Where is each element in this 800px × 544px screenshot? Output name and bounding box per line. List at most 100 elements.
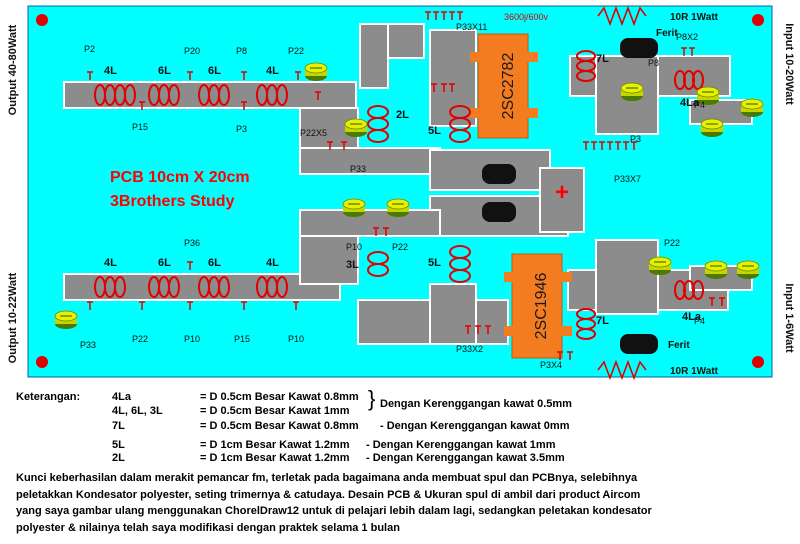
ferrite-bottom <box>620 334 658 354</box>
coil-bot-6L <box>148 276 180 298</box>
coils <box>94 50 704 340</box>
ferrite-top-label: Ferit <box>656 28 678 39</box>
trimmer-center-left <box>342 198 366 218</box>
trimmer-center-right <box>386 198 410 218</box>
label-output-top: Output 40-80Watt <box>7 24 19 115</box>
trimmer-top-input-d <box>740 98 764 118</box>
label-parts-top_p22x5: P22X5 <box>300 128 327 138</box>
legend-name-5: 2L <box>112 452 125 464</box>
part-labels: P2 P20 P8 P22 P15 P3 P22X5 P33 P33X11 P8… <box>80 22 705 370</box>
resistor-bottom-label: 10R 1Watt <box>670 366 719 377</box>
label-coils-top_6L: 6L <box>158 65 171 77</box>
label-coils-bot_7L: 7L <box>596 315 609 327</box>
label-input-top: Input 10-20Watt <box>783 23 795 105</box>
description-paragraph: Kunci keberhasilan dalam merakit pemanca… <box>16 470 796 536</box>
label-coils-bot_4La: 4La <box>682 311 702 323</box>
legend-section: Keterangan: 4La = D 0.5cm Besar Kawat 0.… <box>0 384 800 544</box>
trace-bottom-mid <box>299 209 441 237</box>
label-parts-top_p33: P33 <box>350 164 366 174</box>
coil-bot-6L-b <box>198 276 230 298</box>
transistor-bottom-label: 2SC1946 <box>533 273 550 340</box>
legend-spec-5: = D 1cm Besar Kawat 1.2mm <box>200 452 350 464</box>
label-parts-top_p8: P8 <box>236 46 247 56</box>
description-line-2: peletakkan Kondesator polyester, seting … <box>16 488 641 501</box>
coil-bot-4La <box>674 280 704 300</box>
mounting-holes <box>36 14 764 368</box>
ferrite-center-upper <box>482 164 516 184</box>
transistor-bottom: 2SC1946 <box>504 253 572 359</box>
label-parts-top_p20: P20 <box>184 46 200 56</box>
coil-top-2L <box>367 105 389 143</box>
coil-bot-5L <box>449 245 471 283</box>
trimmer-top-mid <box>344 118 368 138</box>
label-coils-bot_5L: 5L <box>428 257 441 269</box>
label-parts-bot_p3x4: P3X4 <box>540 360 562 370</box>
label-parts-bot_p33: P33 <box>80 340 96 350</box>
trimmer-top-input-a <box>620 82 644 102</box>
legend-gap-4: - Dengan Kerenggangan kawat 1mm <box>366 439 556 451</box>
legend-name-3: 7L <box>112 420 125 432</box>
label-parts-top_p33x11: P33X11 <box>456 22 487 32</box>
label-coils-bot_6L_b: 6L <box>208 257 221 269</box>
label-parts-bot_p36: P36 <box>184 238 200 248</box>
resistor-top <box>597 5 647 27</box>
trace-center-right <box>539 167 585 233</box>
label-parts-top_p15: P15 <box>132 122 148 132</box>
label-coils-top_5L: 5L <box>428 125 441 137</box>
legend-name-1: 4La <box>112 391 131 403</box>
ferrite-top <box>620 38 658 58</box>
label-coils-top_6L_b: 6L <box>208 65 221 77</box>
coil-top-4L-b <box>256 84 288 106</box>
label-parts-top_p2: P2 <box>84 44 95 54</box>
resistors <box>597 5 647 381</box>
legend-spec-2: = D 0.5cm Besar Kawat 1mm <box>200 405 350 417</box>
trace-bottom-input-rise <box>595 239 659 315</box>
coil-bot-3L <box>367 251 389 277</box>
description-line-4: polyester & nilainya telah saya modifika… <box>16 521 400 534</box>
coil-top-6L <box>148 84 180 106</box>
coil-top-7L <box>576 50 596 82</box>
ferrite-bottom-label: Ferit <box>668 340 690 351</box>
label-coils-bot_6L: 6L <box>158 257 171 269</box>
label-parts-bot_p10c: P10 <box>288 334 304 344</box>
hole-bottom-right <box>752 356 764 368</box>
label-coils-top_2L: 2L <box>396 109 409 121</box>
label-parts-bot_p10a: P10 <box>346 242 362 252</box>
transistor-top-label: 2SC2782 <box>500 53 517 120</box>
label-parts-bot_p15: P15 <box>234 334 250 344</box>
label-coils-bot_3L: 3L <box>346 259 359 271</box>
label-coils-top_4L_b: 4L <box>266 65 279 77</box>
legend-name-4: 5L <box>112 439 125 451</box>
legend-brace: } <box>368 386 376 411</box>
coil-top-6L-b <box>198 84 230 106</box>
label-coils-top_4La: 4La <box>680 97 700 109</box>
label-output-bottom: Output 10-22Watt <box>7 272 19 363</box>
trimmer-top-input-c <box>700 118 724 138</box>
label-parts-top_p8x2: P8X2 <box>676 32 698 42</box>
legend-brace-note: Dengan Kerenggangan kawat 0.5mm <box>380 398 572 410</box>
description-line-3: yang saya gambar ulang menggunakan Chore… <box>16 505 652 517</box>
label-coils-bot_4L_a: 4L <box>104 257 117 269</box>
label-parts-top_p22: P22 <box>288 46 304 56</box>
ferrite-beads <box>482 38 658 354</box>
pcb-board-diagram: 2SC2782 2SC1946 <box>7 5 795 381</box>
label-coils-top_7L: 7L <box>596 53 609 65</box>
hole-top-left <box>36 14 48 26</box>
trimmer-bottom-input-b <box>704 260 728 280</box>
trace-top-mid <box>299 147 441 175</box>
legend-spec-1: = D 0.5cm Besar Kawat 0.8mm <box>200 391 359 403</box>
board-title: PCB 10cm X 20cm <box>110 169 250 186</box>
label-parts-top_p3b: P3 <box>630 134 641 144</box>
transistor-top: 2SC2782 <box>470 33 538 139</box>
label-parts-bot_p33x2: P33X2 <box>456 344 483 354</box>
coil-top-4La <box>674 70 704 90</box>
ferrite-center-lower <box>482 202 516 222</box>
legend-gap-5: - Dengan Kerenggangan kawat 3.5mm <box>366 452 565 464</box>
coil-labels: 4L 6L 6L 4L 2L 5L 7L 4La 4L 6L 6L 4L 3L … <box>104 53 702 327</box>
label-parts-top_p33x7: P33X7 <box>614 174 641 184</box>
trace-top-upper-left <box>359 23 389 89</box>
label-coils-top_4L_a: 4L <box>104 65 117 77</box>
coil-top-5L <box>449 105 471 143</box>
cap-rating-label: 3600j/600v <box>504 12 549 22</box>
label-input-bottom: Input 1-6Watt <box>783 283 795 353</box>
